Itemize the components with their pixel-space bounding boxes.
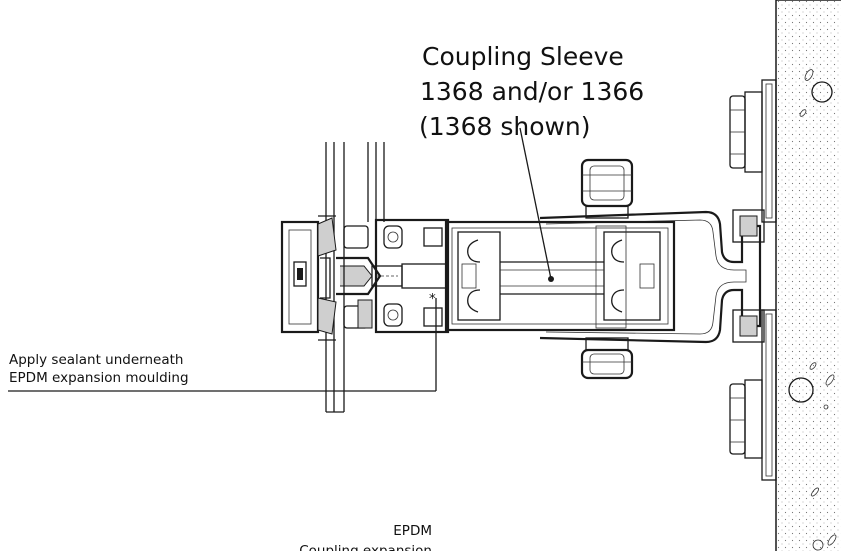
coupling-expansion-label: Coupling expansion <box>299 543 432 551</box>
top-bolt <box>580 158 634 219</box>
sealant-label-line2: EPDM expansion moulding <box>9 370 189 386</box>
omega-bracket <box>539 209 765 344</box>
coupling-sleeve <box>444 220 676 332</box>
bottom-bolt <box>580 337 634 380</box>
leader-lines <box>8 127 552 392</box>
sealant-label-line1: Apply sealant underneath <box>9 352 183 368</box>
lower-bracket <box>729 309 777 481</box>
upper-bracket <box>729 79 777 223</box>
coupling-label-line1: Coupling Sleeve <box>422 42 624 71</box>
frame-profile <box>336 218 450 334</box>
asterisk-mark: * <box>429 291 436 307</box>
epdm-label: EPDM <box>393 523 432 539</box>
glazing-units <box>318 142 385 413</box>
coupling-label-line2: 1368 and/or 1366 <box>420 77 644 106</box>
coupling-label-line3: (1368 shown) <box>419 112 591 141</box>
concrete-wall <box>775 0 841 551</box>
pressure-plate <box>280 217 337 335</box>
